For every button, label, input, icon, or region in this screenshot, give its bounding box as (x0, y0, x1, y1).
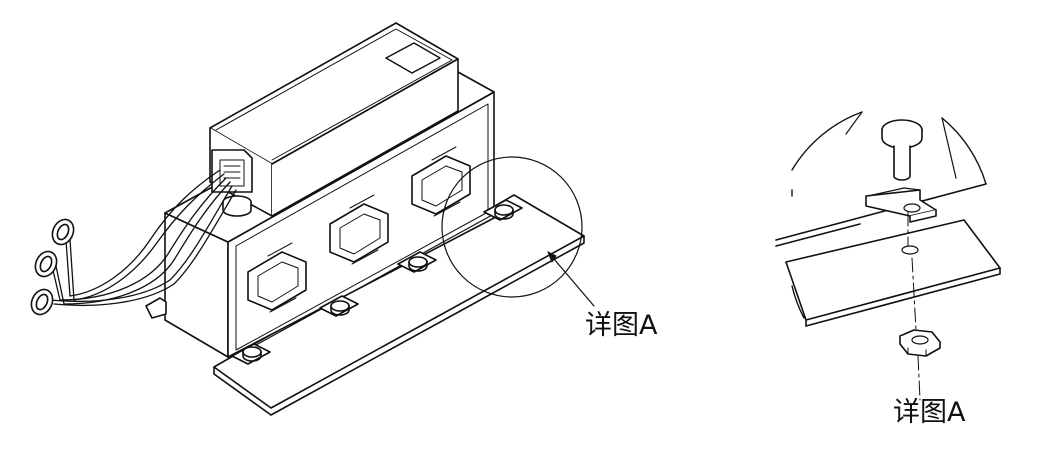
core-window-3 (411, 146, 471, 217)
detail-foot (865, 187, 937, 223)
transformer-assembly (30, 22, 585, 416)
ring-terminal-3 (30, 288, 54, 316)
detail-plate (785, 219, 1001, 327)
mounting-foot-2 (319, 295, 359, 317)
callout-circle (441, 156, 583, 298)
detail-view (775, 111, 1001, 401)
core-window-2 (329, 194, 389, 265)
detail-bolt (881, 119, 923, 181)
mounting-foot-3 (397, 251, 437, 273)
core-window-1 (247, 242, 307, 313)
detail-caption: 详图A (893, 397, 966, 428)
lead-wires (49, 169, 237, 307)
detail-centerline (907, 211, 921, 401)
callout-label-main: 详图A (585, 310, 658, 341)
ring-terminal-1 (51, 218, 75, 246)
detail-callout (441, 156, 595, 307)
detail-body (775, 111, 987, 247)
mounting-foot-4 (483, 199, 523, 221)
left-foot-tab (145, 297, 167, 319)
ring-terminal-2 (34, 250, 58, 278)
mounting-foot-1 (231, 343, 271, 365)
detail-hex-nut (899, 329, 941, 357)
leader-arrow (547, 251, 557, 263)
label-window (385, 42, 441, 74)
leader-line (547, 251, 595, 307)
